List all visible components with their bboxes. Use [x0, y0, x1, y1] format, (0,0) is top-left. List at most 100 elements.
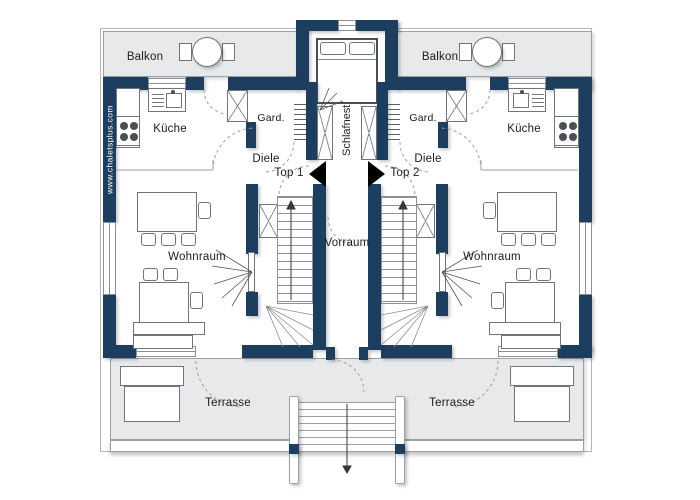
window — [338, 20, 356, 31]
chair — [161, 233, 176, 246]
staircase-top1 — [277, 196, 313, 304]
door-leaf — [439, 252, 446, 292]
window — [103, 222, 116, 295]
window — [579, 222, 592, 295]
chair — [181, 233, 196, 246]
wall — [490, 77, 508, 90]
wall — [359, 347, 368, 360]
wall — [326, 347, 335, 360]
stove — [554, 116, 579, 146]
wall — [296, 20, 338, 31]
sideboard — [133, 322, 205, 335]
sideboard — [489, 322, 561, 335]
chair — [141, 233, 156, 246]
pillow — [349, 42, 375, 55]
room-label-kueche-right: Küche — [507, 123, 541, 135]
room-label-diele-right: Diele — [414, 153, 442, 165]
chair — [483, 202, 496, 219]
sink-basin — [166, 93, 182, 108]
bed-blanket-line — [318, 59, 376, 60]
room-label-kueche-left: Küche — [153, 123, 187, 135]
wall — [242, 345, 313, 358]
sink-basin — [513, 93, 529, 108]
room-label-diele-left: Diele — [252, 153, 280, 165]
wall — [396, 77, 466, 90]
stair-rail-post-right — [395, 444, 405, 454]
kitchen-sink-unit — [148, 88, 186, 112]
staircase-top2 — [381, 196, 417, 304]
wall — [356, 20, 398, 31]
wall — [438, 122, 448, 148]
chair — [536, 268, 551, 281]
kitchen-sink-unit — [508, 88, 546, 112]
wall — [558, 345, 592, 358]
dining-table — [497, 192, 557, 232]
burner-icon — [569, 122, 577, 130]
chair — [143, 268, 158, 281]
faucet-icon — [171, 90, 175, 94]
burner-icon — [120, 122, 128, 130]
wall — [246, 292, 258, 316]
wall — [385, 20, 398, 90]
stair-rail-post-left — [289, 444, 299, 454]
room-label-vorraum: Vorraum — [324, 237, 370, 249]
stove — [116, 116, 140, 146]
top2-entry-arrow-icon — [368, 161, 385, 187]
room-label-terrasse-left: Terrasse — [205, 397, 251, 409]
wall — [306, 82, 317, 160]
wardrobe-closet — [317, 106, 333, 160]
balcony-bench — [222, 43, 235, 61]
dining-table — [139, 282, 189, 324]
burner-icon — [569, 133, 577, 141]
room-label-gard-right: Gard. — [409, 112, 437, 124]
brand-url-vertical-text: www.chaletsplus.com — [104, 105, 115, 194]
chair — [541, 233, 556, 246]
wall — [186, 77, 204, 90]
exterior-stairs-rail-right — [395, 396, 405, 484]
wall — [228, 77, 298, 90]
sideboard — [501, 335, 561, 349]
chair — [521, 233, 536, 246]
drainer-lines — [152, 94, 164, 107]
balcony-round-table — [192, 37, 222, 67]
lounger — [124, 386, 180, 422]
chair — [163, 268, 178, 281]
storage-closet — [416, 204, 435, 238]
wall — [246, 122, 256, 148]
wall — [368, 184, 381, 350]
wall — [246, 184, 258, 254]
top1-entry-arrow-icon — [309, 161, 326, 187]
chair — [501, 233, 516, 246]
wall — [313, 184, 326, 350]
wall — [103, 345, 136, 358]
exterior-stairs-rail-left — [289, 396, 299, 484]
coat-rack — [388, 104, 400, 142]
dining-table — [505, 282, 555, 324]
pillow — [320, 42, 346, 55]
balcony-bench — [179, 43, 192, 61]
door-leaf — [248, 252, 255, 292]
wall — [579, 295, 592, 352]
room-label-wohnraum-right: Wohnraum — [463, 251, 521, 263]
wall — [436, 184, 448, 254]
wall — [377, 82, 388, 160]
wardrobe-closet — [446, 90, 467, 122]
unit-label-top1: Top 1 — [274, 167, 304, 179]
room-label-balkon-right: Balkon — [421, 51, 459, 63]
balcony-bench — [502, 43, 515, 61]
chair — [198, 202, 211, 219]
sideboard — [133, 335, 193, 349]
wall — [103, 295, 116, 352]
lounger — [514, 386, 570, 422]
wall — [579, 77, 592, 222]
room-label-terrasse-right: Terrasse — [429, 397, 475, 409]
chair — [491, 292, 504, 309]
room-label-wohnraum-left: Wohnraum — [168, 251, 226, 263]
wall — [381, 345, 452, 358]
wall — [296, 20, 309, 90]
burner-icon — [559, 133, 567, 141]
wardrobe-closet — [227, 90, 248, 122]
storage-closet — [259, 204, 278, 238]
exterior-stairs-steps — [299, 402, 395, 452]
wall — [436, 292, 448, 316]
